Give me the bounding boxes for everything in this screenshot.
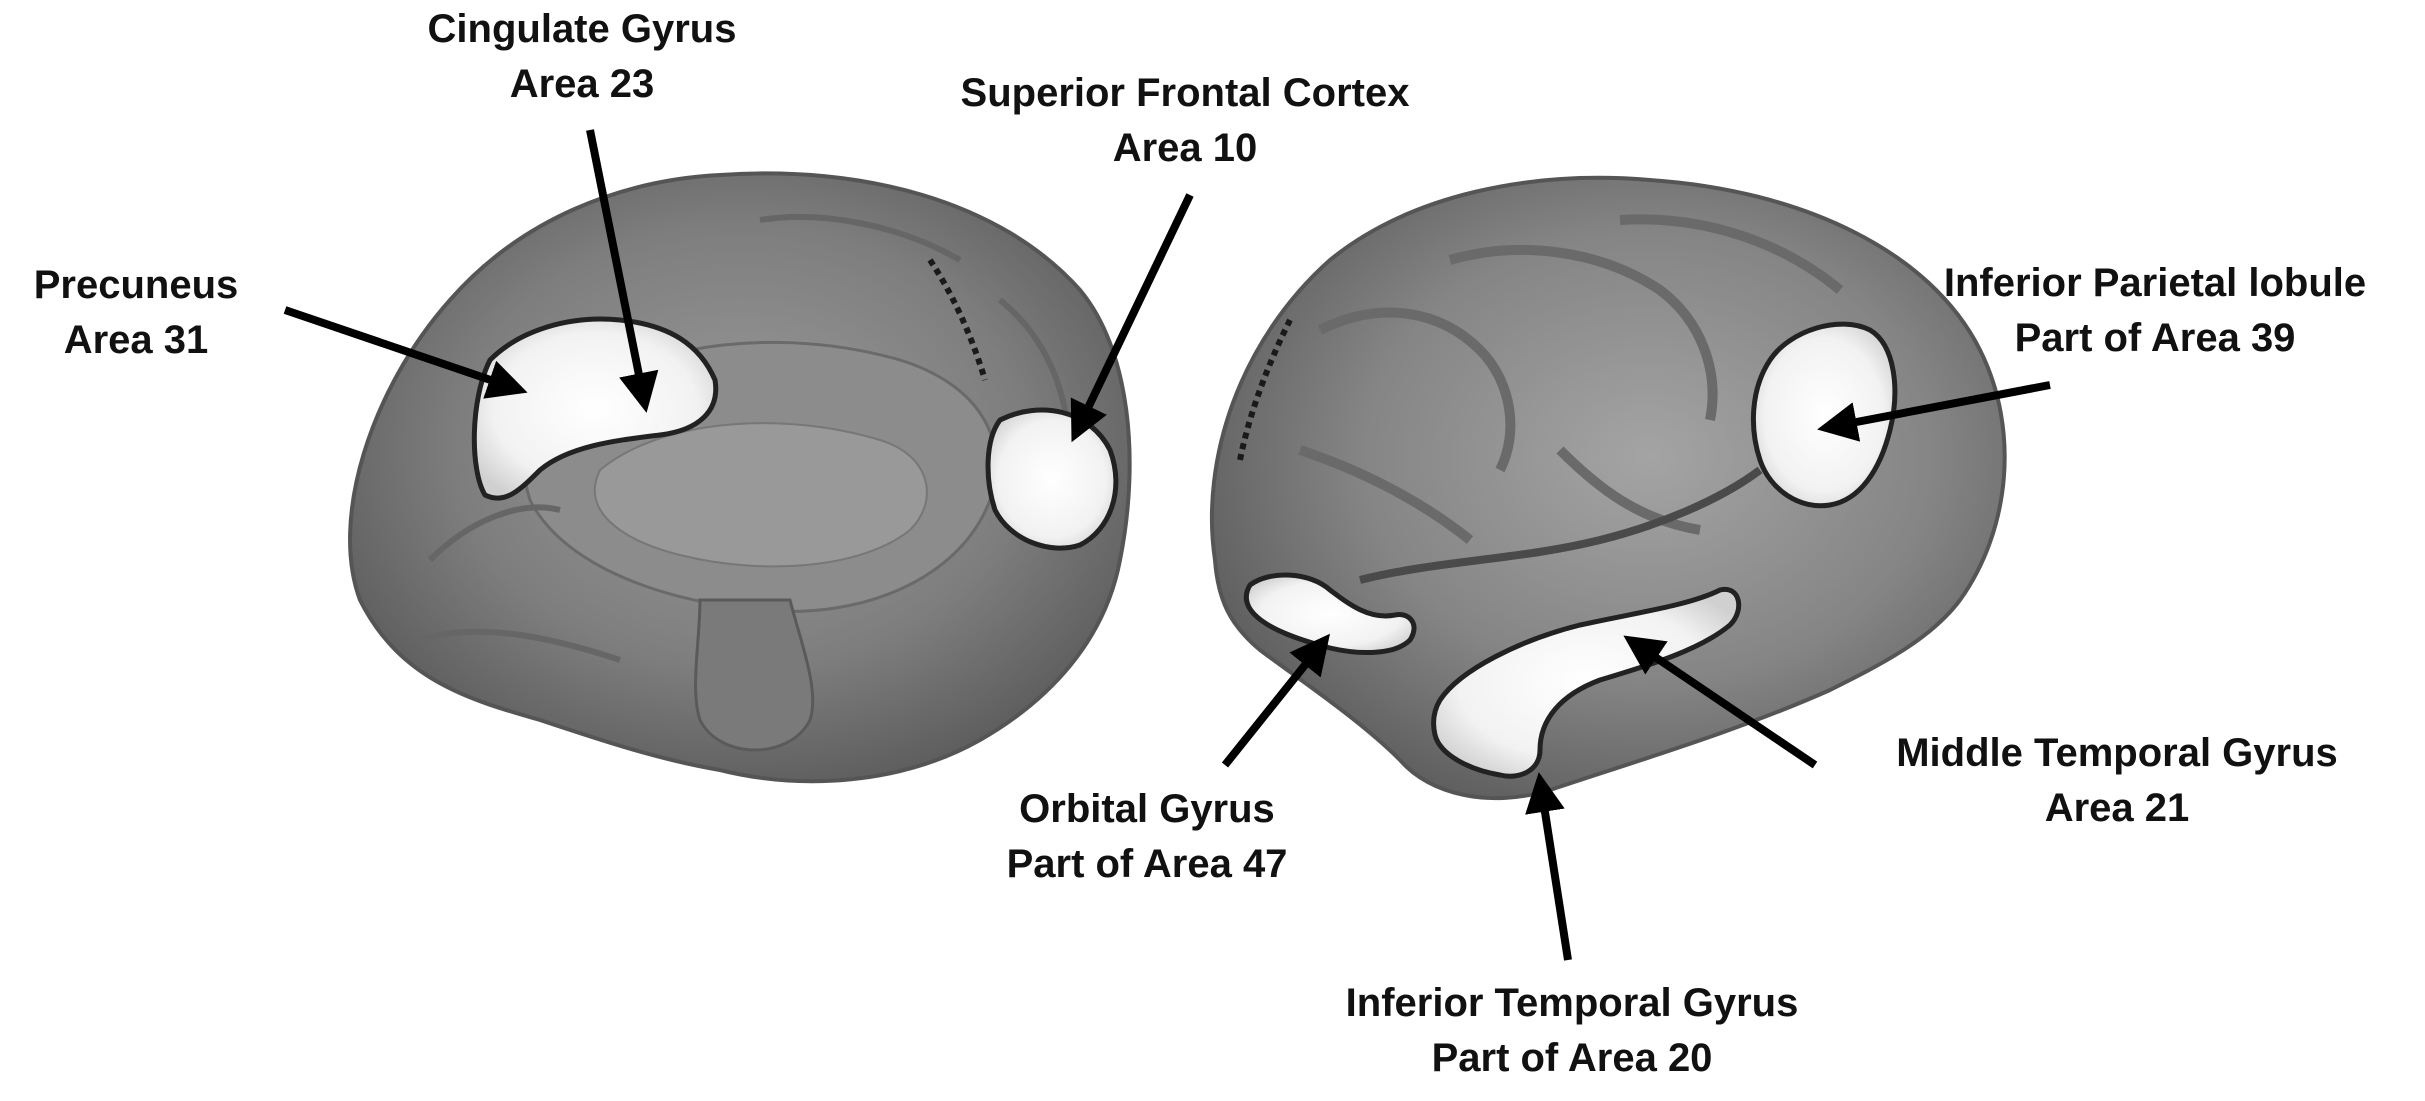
label-precuneus: Precuneus Area 31: [34, 258, 239, 368]
region-area: Part of Area 39: [2014, 316, 2296, 360]
region-name: Superior Frontal Cortex: [960, 71, 1410, 115]
arrow-superior-frontal: [1070, 193, 1194, 443]
region-name: Inferior Temporal Gyrus: [1345, 981, 1799, 1025]
region-area: Part of Area 20: [1431, 1036, 1713, 1080]
label-middle-temporal-gyrus: Middle Temporal Gyrus Area 21: [1896, 726, 2338, 836]
arrow-orbital: [1221, 633, 1330, 768]
region-area: Part of Area 47: [1006, 842, 1288, 886]
region-area: Area 31: [63, 318, 209, 362]
region-name: Precuneus: [33, 263, 239, 307]
label-cingulate-gyrus: Cingulate Gyrus Area 23: [428, 2, 737, 112]
region-name: Inferior Parietal lobule: [1943, 261, 2367, 305]
region-area: Area 21: [2044, 786, 2190, 830]
region-name: Middle Temporal Gyrus: [1896, 731, 2338, 775]
right-hemisphere-lateral: [1209, 175, 2007, 801]
arrow-inferior-parietal: [1817, 381, 2051, 442]
region-name: Cingulate Gyrus: [427, 7, 737, 51]
arrow-middle-temporal: [1623, 635, 1818, 769]
label-inferior-temporal-gyrus: Inferior Temporal Gyrus Part of Area 20: [1346, 976, 1799, 1086]
arrow-precuneus: [283, 306, 528, 399]
arrow-cingulate: [586, 129, 659, 413]
label-superior-frontal-cortex: Superior Frontal Cortex Area 10: [961, 66, 1410, 176]
annotation-arrows: [283, 129, 2051, 961]
label-orbital-gyrus: Orbital Gyrus Part of Area 47: [1007, 782, 1288, 892]
arrow-inferior-temporal: [1525, 772, 1572, 961]
region-area: Area 10: [1112, 126, 1258, 170]
region-name: Orbital Gyrus: [1019, 787, 1275, 831]
label-inferior-parietal-lobule: Inferior Parietal lobule Part of Area 39: [1944, 256, 2366, 366]
left-hemisphere-medial: [348, 171, 1132, 784]
region-area: Area 23: [509, 62, 655, 106]
